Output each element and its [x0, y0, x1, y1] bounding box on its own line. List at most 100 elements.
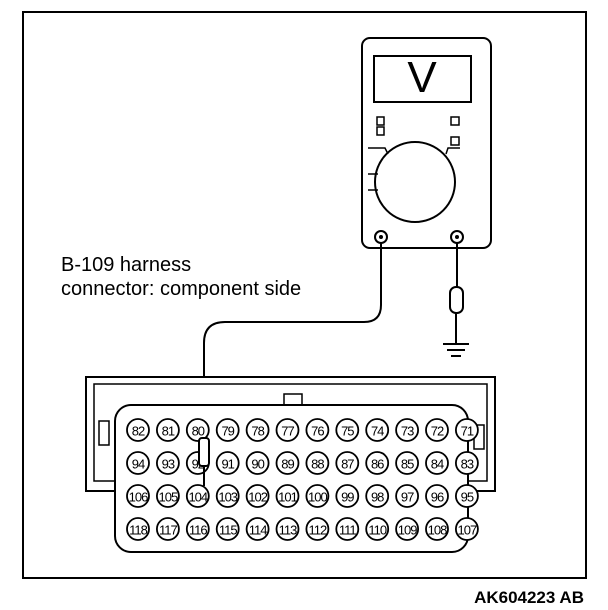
connector-pin-112: 112: [305, 517, 330, 541]
pin-number: 101: [278, 490, 297, 505]
connector-pin-72: 72: [425, 418, 449, 442]
pin-number: 75: [341, 424, 354, 439]
connector-pin-84: 84: [425, 451, 449, 475]
pin-number: 95: [461, 490, 474, 505]
pin-number: 82: [132, 424, 145, 439]
connector-pin-109: 109: [395, 517, 420, 541]
pin-number: 79: [221, 424, 234, 439]
connector-pin-96: 96: [425, 484, 449, 508]
pin-number: 89: [281, 457, 294, 472]
pin-number: 86: [371, 457, 384, 472]
pin-number: 99: [341, 490, 354, 505]
connector-pin-90: 90: [245, 451, 270, 475]
connector-pin-91: 91: [215, 451, 240, 475]
connector-pin-97: 97: [395, 484, 420, 508]
connector-pin-81: 81: [155, 418, 180, 442]
connector-pin-94: 94: [126, 451, 150, 475]
pin-number: 110: [368, 523, 386, 538]
pin-number: 80: [192, 424, 205, 439]
connector-pin-110: 110: [365, 517, 390, 541]
connector-pin-99: 99: [335, 484, 360, 508]
pin-number: 111: [339, 523, 357, 538]
connector-pin-113: 113: [275, 517, 300, 541]
pin-number: 71: [461, 424, 474, 439]
connector-pin-82: 82: [126, 418, 150, 442]
pin-number: 90: [251, 457, 264, 472]
connector-pin-80: 80: [185, 418, 210, 442]
connector-pin-87: 87: [335, 451, 360, 475]
connector-pin-107: 107: [454, 517, 479, 541]
connector-pin-78: 78: [245, 418, 270, 442]
connector-pin-86: 86: [365, 451, 390, 475]
pin-number: 94: [132, 457, 145, 472]
pin-number: 81: [162, 424, 175, 439]
pin-number: 105: [159, 490, 178, 505]
connector-pin-115: 115: [215, 517, 240, 541]
pin-number: 93: [162, 457, 175, 472]
pin-number: 78: [251, 424, 264, 439]
pin-number: 77: [281, 424, 294, 439]
connector-pin-77: 77: [275, 418, 300, 442]
connector-pin-73: 73: [395, 418, 420, 442]
multimeter-icon: V: [361, 37, 492, 249]
pin-number: 102: [248, 490, 267, 505]
connector-pin-103: 103: [215, 484, 240, 508]
pin-number: 116: [189, 523, 207, 538]
connector-pin-116: 116: [185, 517, 210, 541]
pin-number: 113: [279, 523, 297, 538]
connector-pin-88: 88: [305, 451, 330, 475]
connector-pin-114: 114: [245, 517, 270, 541]
connector-pin-83: 83: [454, 451, 479, 475]
pin-number: 88: [311, 457, 324, 472]
connector-pin-101: 101: [275, 484, 300, 508]
pin-number: 106: [129, 490, 148, 505]
connector-pin-111: 111: [335, 517, 360, 541]
meter-display-symbol: V: [407, 53, 437, 102]
pin-number: 118: [129, 523, 147, 538]
connector-pin-75: 75: [335, 418, 360, 442]
pin-number: 100: [308, 490, 327, 505]
pin-number: 114: [249, 523, 267, 538]
pin-number: 109: [398, 523, 417, 538]
connector-pin-95: 95: [454, 484, 479, 508]
connector-pin-76: 76: [305, 418, 330, 442]
harness-label-line2: connector: component side: [61, 278, 301, 300]
connector-pin-89: 89: [275, 451, 300, 475]
connector-pin-105: 105: [155, 484, 180, 508]
pin-number: 84: [431, 457, 444, 472]
harness-label-line1: B-109 harness: [61, 254, 191, 276]
pin-number: 85: [401, 457, 414, 472]
connector-pin-118: 118: [126, 517, 150, 541]
pin-number: 115: [219, 523, 237, 538]
pin-number: 108: [428, 523, 447, 538]
connector-pin-79: 79: [215, 418, 240, 442]
connector-pin-74: 74: [365, 418, 390, 442]
connector-pin-93: 93: [155, 451, 180, 475]
pin-number: 76: [311, 424, 324, 439]
ground-icon: [443, 243, 469, 357]
pin-number: 104: [188, 490, 207, 505]
pin-number: 107: [458, 523, 477, 538]
connector-pin-85: 85: [395, 451, 420, 475]
pin-number: 87: [341, 457, 354, 472]
connector-pin-117: 117: [155, 517, 180, 541]
pin-number: 91: [221, 457, 234, 472]
connector-pin-108: 108: [425, 517, 449, 541]
figure-id: AK604223 AB: [474, 588, 584, 607]
connector-pin-98: 98: [365, 484, 390, 508]
pin-number: 73: [401, 424, 414, 439]
pin-number: 97: [401, 490, 414, 505]
pin-number: 117: [159, 523, 177, 538]
connector-pin-71: 71: [454, 418, 479, 442]
connector-pin-102: 102: [245, 484, 270, 508]
test-lead: [203, 243, 382, 452]
pin-number: 83: [461, 457, 474, 472]
meter-dial: [374, 141, 456, 223]
pin-number: 112: [309, 523, 327, 538]
pin-number: 96: [431, 490, 444, 505]
pin-number: 74: [371, 424, 384, 439]
connector-pin-106: 106: [126, 484, 150, 508]
pin-number: 72: [431, 424, 444, 439]
